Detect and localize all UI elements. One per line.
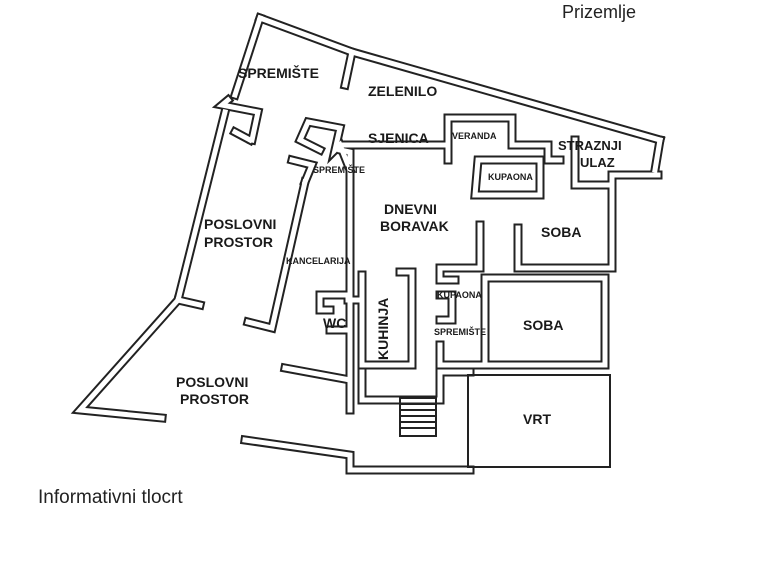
- label-spremiste-small: SPREMIŠTE: [313, 164, 365, 175]
- wall-segment-core: [472, 157, 543, 198]
- wall-segment-core: [216, 96, 261, 143]
- wall-segment-core: [515, 172, 615, 271]
- label-dnevni: DNEVNI: [384, 201, 437, 217]
- wall-segment: [435, 340, 490, 370]
- label-ulaz: ULAZ: [580, 155, 615, 170]
- label-boravak: BORAVAK: [380, 218, 449, 234]
- floor-title: Prizemlje: [562, 2, 637, 22]
- wall-segment-core: [437, 292, 455, 323]
- label-straznji: STRAZNJI: [558, 138, 622, 153]
- label-poslovni-1a: POSLOVNI: [204, 216, 276, 232]
- label-sjenica: SJENICA: [368, 130, 429, 146]
- wall-segment-core: [231, 14, 264, 99]
- label-poslovni-2a: POSLOVNI: [176, 374, 248, 390]
- caption: Informativni tlocrt: [38, 487, 183, 508]
- wall-inner-strokes: [74, 14, 664, 473]
- label-kupaona-mid: KUPAONA: [437, 290, 482, 300]
- walls: [70, 12, 666, 475]
- label-spremiste-mid: SPREMIŠTE: [434, 326, 486, 337]
- wall-segment: [357, 367, 445, 405]
- label-poslovni-1b: PROSTOR: [204, 234, 273, 250]
- wall-segment-core: [545, 142, 563, 163]
- wall-segment-core: [437, 222, 483, 283]
- wall-segment-core: [175, 297, 203, 308]
- label-kuhinja: KUHINJA: [375, 298, 391, 360]
- room-labels: SPREMIŠTE ZELENILO SJENICA VERANDA STRAZ…: [176, 64, 622, 427]
- label-spremiste-top: SPREMIŠTE: [238, 64, 319, 81]
- wall-segment-core: [317, 292, 351, 333]
- label-soba-2: SOBA: [523, 317, 563, 333]
- wall-segment-core: [437, 342, 488, 368]
- wall-segment-core: [337, 147, 353, 413]
- wall-segment: [70, 106, 231, 423]
- wall-lines: [399, 374, 611, 468]
- wall-segment-core: [244, 179, 308, 332]
- wall-segment-core: [572, 137, 613, 188]
- wall-segment-core: [242, 437, 473, 473]
- label-vrt: VRT: [523, 411, 551, 427]
- wall-segment-core: [282, 365, 353, 413]
- wall-segment-core: [288, 156, 316, 186]
- wall-segment-core: [359, 269, 415, 368]
- label-wc: WC: [323, 315, 346, 331]
- wall-segment-core: [74, 108, 229, 421]
- wall-segment-core: [348, 48, 664, 144]
- label-zelenilo: ZELENILO: [368, 83, 437, 99]
- wall-segment-core: [445, 115, 551, 153]
- label-soba-1: SOBA: [541, 224, 581, 240]
- label-veranda: VERANDA: [452, 131, 497, 141]
- label-kupaona-top: KUPAONA: [488, 172, 533, 182]
- wall-segment-core: [231, 128, 254, 144]
- stairs: [399, 397, 437, 437]
- vrt-outline: [467, 374, 611, 468]
- wall-segment-core: [482, 275, 608, 368]
- wall-segment-core: [652, 137, 663, 173]
- label-poslovni-2b: PROSTOR: [180, 391, 249, 407]
- label-kancelarija: KANCELARIJA: [286, 256, 351, 266]
